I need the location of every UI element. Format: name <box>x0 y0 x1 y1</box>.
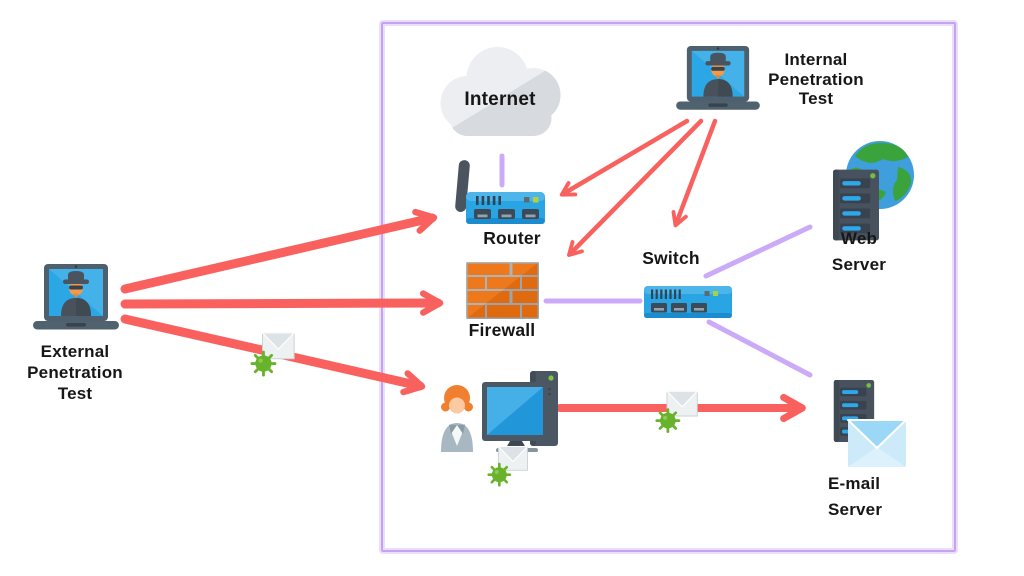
email-server-label: E-mail Server <box>828 474 883 519</box>
attack-external-to-router <box>120 208 438 294</box>
virus-envelope-icon <box>250 328 298 378</box>
router-label: Router <box>483 228 541 248</box>
internet-label: Internet <box>464 89 536 110</box>
firewall-label: Firewall <box>468 320 536 340</box>
virus-envelope-mail-arrow <box>655 387 701 434</box>
brick-wall-icon <box>466 262 539 319</box>
attack-external-to-firewall <box>120 290 444 316</box>
virus-envelope-external <box>250 328 298 378</box>
workstation-node <box>440 368 562 452</box>
external-pentest-laptop <box>30 264 122 338</box>
firewall-node <box>466 262 539 319</box>
user-computer-icon <box>441 371 558 452</box>
email-server-node <box>828 378 908 470</box>
link-switch-webserver <box>703 224 813 279</box>
network-boundary-box <box>381 22 956 552</box>
hacker-laptop-icon <box>673 46 763 118</box>
hacker-laptop-icon <box>30 264 122 338</box>
cloud-icon <box>440 47 561 136</box>
internal-pentest-laptop <box>673 46 763 118</box>
server-envelope-icon <box>833 380 907 467</box>
link-switch-emailserver <box>706 319 813 378</box>
virus-envelope-icon <box>655 387 701 434</box>
external-pentest-label: External Penetration Test <box>27 342 123 403</box>
attack-internal-to-firewall <box>567 118 704 257</box>
virus-envelope-icon <box>487 442 531 488</box>
router-node <box>452 158 547 228</box>
network-switch-icon <box>644 286 732 318</box>
internal-pentest-label: Internal Penetration Test <box>768 50 864 108</box>
switch-label: Switch <box>642 248 700 268</box>
attack-internal-to-router <box>559 118 690 197</box>
virus-envelope-workstation <box>487 442 531 488</box>
internet-node <box>427 40 573 143</box>
switch-node <box>644 285 732 319</box>
web-server-label: Web Server <box>831 229 887 274</box>
wireless-router-icon <box>455 160 545 224</box>
attack-internal-to-switch <box>671 118 718 228</box>
